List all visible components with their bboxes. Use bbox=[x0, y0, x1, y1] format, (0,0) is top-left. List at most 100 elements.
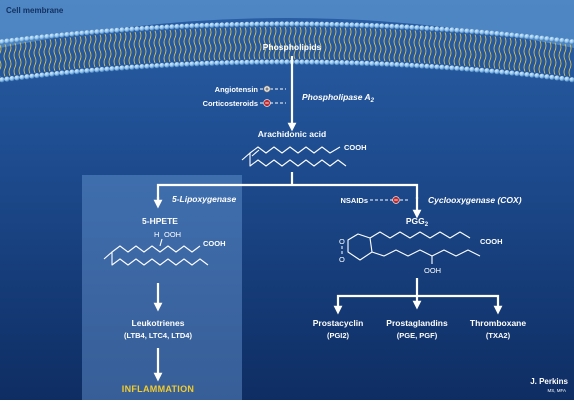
lipid-head bbox=[534, 35, 540, 41]
lipid-head bbox=[419, 63, 425, 69]
lipid-head bbox=[494, 69, 500, 75]
lipid-head bbox=[419, 25, 425, 31]
lipid-head bbox=[569, 39, 574, 45]
lipid-tail bbox=[278, 26, 282, 60]
lipid-head bbox=[114, 65, 120, 71]
lipid-tail bbox=[183, 29, 187, 62]
prostacyclin-detail: (PGI2) bbox=[327, 331, 350, 340]
lipid-head bbox=[329, 21, 335, 28]
lipid-head bbox=[74, 31, 80, 37]
lipid-head bbox=[0, 39, 5, 45]
lipid-head bbox=[549, 74, 555, 80]
lipid-head bbox=[229, 22, 235, 28]
lipid-head bbox=[439, 64, 445, 70]
lipid-tail bbox=[33, 40, 37, 74]
lipid-head bbox=[99, 28, 105, 35]
lipid-head bbox=[99, 66, 105, 73]
lipid-head bbox=[84, 30, 90, 36]
lipid-tail bbox=[178, 29, 182, 62]
lipid-head bbox=[199, 60, 205, 67]
lipid-head bbox=[79, 30, 85, 36]
lipid-head bbox=[349, 22, 355, 28]
lipid-head bbox=[529, 34, 535, 40]
lipid-tail bbox=[58, 38, 62, 71]
hpete-chain-lower bbox=[103, 251, 209, 266]
lipid-head bbox=[529, 72, 535, 78]
lipid-head bbox=[389, 61, 395, 68]
lipid-head bbox=[314, 59, 320, 65]
lipid-head bbox=[324, 59, 330, 65]
lipid-tail bbox=[233, 27, 237, 60]
lipid-head bbox=[154, 25, 160, 31]
lipid-head bbox=[89, 29, 95, 35]
lipid-head bbox=[264, 59, 270, 65]
lipid-tail bbox=[343, 27, 347, 60]
lipid-head bbox=[549, 36, 555, 42]
lipid-head bbox=[394, 62, 400, 68]
lipid-head bbox=[444, 26, 450, 33]
lipid-head bbox=[44, 33, 50, 40]
nsaids-label: NSAIDs bbox=[340, 196, 368, 205]
extracellular-space bbox=[0, 0, 574, 48]
lipid-head bbox=[0, 77, 5, 83]
lipid-head bbox=[489, 68, 495, 74]
lipid-tail bbox=[413, 30, 417, 63]
lipid-tail bbox=[538, 40, 542, 74]
lipid-head bbox=[239, 21, 245, 28]
lipid-tail bbox=[198, 28, 202, 61]
lipid-tail bbox=[283, 26, 287, 60]
pgg2-o-upper: O bbox=[339, 237, 345, 246]
lipid-head bbox=[499, 69, 505, 75]
lipid-tail bbox=[533, 40, 537, 73]
lipid-head bbox=[429, 63, 435, 70]
lipid-tail bbox=[423, 30, 427, 64]
lipid-head bbox=[244, 21, 250, 27]
lipid-head bbox=[319, 59, 325, 65]
lipid-head bbox=[409, 62, 415, 69]
lipid-head bbox=[209, 60, 215, 66]
lipid-head bbox=[344, 60, 350, 66]
lipid-head bbox=[424, 25, 430, 31]
lipid-head bbox=[544, 36, 550, 42]
lipid-head bbox=[124, 64, 130, 71]
lipid-tail bbox=[23, 41, 27, 75]
lipid-tail bbox=[348, 27, 352, 61]
lipid-head bbox=[159, 62, 165, 69]
lipid-tail bbox=[98, 34, 102, 67]
lipid-head bbox=[524, 33, 530, 40]
phospholipids-label: Phospholipids bbox=[263, 42, 322, 52]
lipid-tail bbox=[263, 26, 267, 60]
lipid-head bbox=[569, 77, 574, 83]
lipid-head bbox=[374, 61, 380, 67]
lipid-head bbox=[329, 59, 335, 66]
lipid-head bbox=[194, 23, 200, 29]
lipid-head bbox=[389, 23, 395, 30]
lipid-head bbox=[219, 60, 225, 66]
lipid-head bbox=[479, 67, 485, 73]
lipid-tail bbox=[528, 39, 532, 73]
lipid-head bbox=[174, 24, 180, 30]
lipid-tail bbox=[113, 33, 117, 66]
lipid-head bbox=[429, 25, 435, 32]
lipid-tail bbox=[378, 28, 382, 62]
lipid-head bbox=[424, 63, 430, 69]
lipid-head bbox=[39, 72, 45, 78]
lipid-head bbox=[94, 29, 100, 35]
lipid-head bbox=[189, 61, 195, 67]
prostacyclin-label: Prostacyclin bbox=[313, 318, 364, 328]
lipid-tail bbox=[558, 43, 562, 76]
lipid-head bbox=[254, 21, 260, 27]
lipid-head bbox=[239, 59, 245, 66]
lipid-head bbox=[214, 22, 220, 28]
lipid-head bbox=[314, 21, 320, 27]
signature-credentials: MS, MFA bbox=[547, 388, 566, 393]
lipid-head bbox=[439, 26, 445, 32]
lipid-tail bbox=[148, 30, 152, 64]
lipid-head bbox=[534, 73, 540, 79]
lipid-tail bbox=[8, 43, 12, 76]
lipid-tail bbox=[173, 29, 177, 62]
lipid-head bbox=[294, 59, 300, 65]
pgg2-upper-chain bbox=[369, 231, 471, 239]
lipid-head bbox=[164, 62, 170, 68]
